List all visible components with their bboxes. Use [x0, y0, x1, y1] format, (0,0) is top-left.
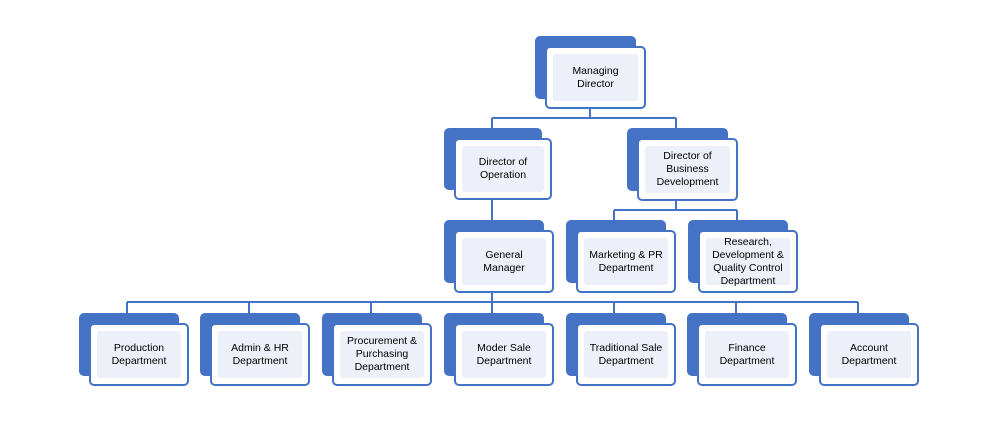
director-operation-box: Director of Operation	[444, 128, 552, 200]
production-label: Production Department	[97, 331, 181, 378]
managing-director-box: Managing Director	[535, 36, 646, 109]
general-manager-box: General Manager	[444, 220, 554, 293]
traditional-sale-box: Traditional Sale Department	[566, 313, 676, 386]
director-business-box: Director of Business Development	[627, 128, 738, 201]
admin-hr-box: Admin & HR Department	[200, 313, 310, 386]
admin-hr-label: Admin & HR Department	[218, 331, 302, 378]
finance-box: Finance Department	[687, 313, 797, 386]
procurement-label: Procurement & Purchasing Department	[340, 331, 424, 378]
director-operation-label: Director of Operation	[462, 146, 544, 192]
account-label: Account Department	[827, 331, 911, 378]
moder-sale-label: Moder Sale Department	[462, 331, 546, 378]
finance-label: Finance Department	[705, 331, 789, 378]
general-manager-label: General Manager	[462, 238, 546, 285]
moder-sale-box: Moder Sale Department	[444, 313, 554, 386]
account-box: Account Department	[809, 313, 919, 386]
research-qc-label: Research, Development & Quality Control …	[706, 236, 790, 287]
traditional-sale-label: Traditional Sale Department	[584, 331, 668, 378]
production-box: Production Department	[79, 313, 189, 386]
director-business-label: Director of Business Development	[645, 146, 730, 193]
research-qc-box: Research, Development & Quality Control …	[688, 220, 798, 293]
managing-director-label: Managing Director	[553, 54, 638, 101]
marketing-pr-box: Marketing & PR Department	[566, 220, 676, 293]
marketing-pr-label: Marketing & PR Department	[584, 238, 668, 285]
procurement-box: Procurement & Purchasing Department	[322, 313, 432, 386]
